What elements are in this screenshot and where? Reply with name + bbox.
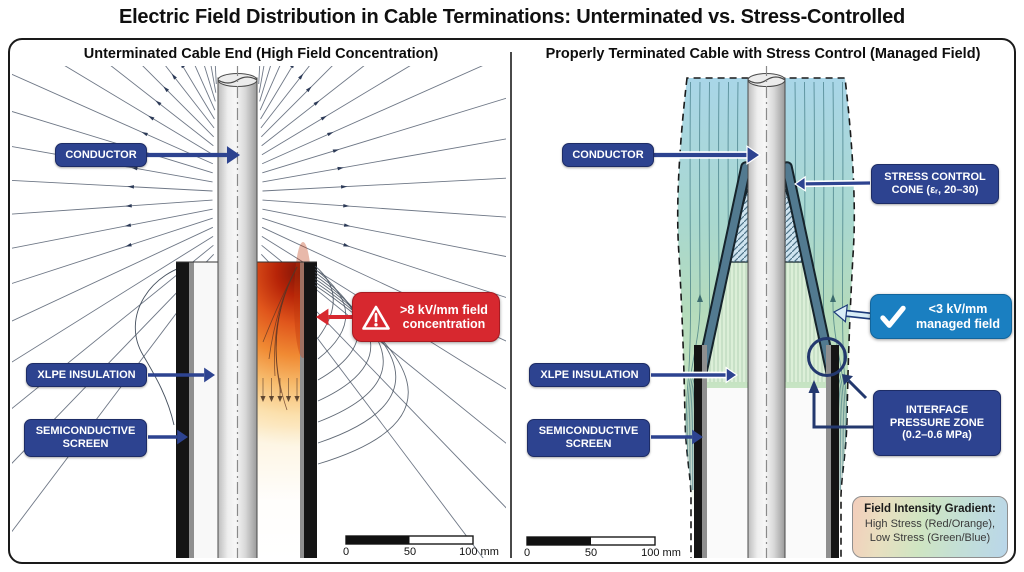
- right-panel-title: Properly Terminated Cable with Stress Co…: [545, 46, 981, 62]
- interface-pressure-circle: [807, 337, 847, 377]
- conductor-label-right: CONDUCTOR: [562, 143, 654, 167]
- panel-divider: [510, 52, 512, 558]
- scale-left-0: 0: [342, 546, 350, 558]
- field-intensity-legend: Field Intensity Gradient: High Stress (R…: [852, 496, 1008, 558]
- legend-title: Field Intensity Gradient:: [864, 503, 996, 515]
- legend-low-stress: Low Stress (Green/Blue): [869, 532, 991, 545]
- semicon-screen-right-panel-right-bar: [831, 345, 839, 558]
- right-diagram: [526, 66, 874, 558]
- xlpe-insulation-left-area: [194, 262, 218, 558]
- figure-title: Electric Field Distribution in Cable Ter…: [118, 6, 906, 28]
- semicon-screen-left-bar: [176, 262, 189, 558]
- right-annotation-arrows: [647, 145, 874, 445]
- field-concentration-callout: >8 kV/mm field concentration: [352, 292, 500, 342]
- stress-control-cone-label: STRESS CONTROL CONE (εᵣ, 20–30): [871, 164, 999, 204]
- stress-control-cone: [694, 161, 839, 387]
- field-concentration-text: >8 kV/mm field concentration: [400, 302, 488, 331]
- semiconductive-screen-label-left: SEMICONDUCTIVE SCREEN: [24, 419, 147, 457]
- scale-right-50: 50: [584, 547, 598, 559]
- managed-field-text: <3 kV/mm managed field: [915, 302, 1001, 331]
- scale-left-100: 100 mm: [459, 546, 499, 558]
- interface-pressure-zone-label: INTERFACE PRESSURE ZONE (0.2–0.6 MPa): [873, 390, 1001, 456]
- semicon-screen-right-panel-left-bar: [694, 345, 702, 558]
- warning-triangle-icon: [362, 305, 390, 330]
- check-icon: [880, 305, 906, 328]
- managed-field-callout: <3 kV/mm managed field: [870, 294, 1012, 339]
- scale-right-0: 0: [523, 547, 531, 559]
- wrap-field-line-left: [134, 263, 196, 426]
- hot-zone-field-lines: [260, 265, 409, 465]
- xlpe-insulation-label-left: XLPE INSULATION: [26, 363, 147, 387]
- xlpe-insulation-label-right: XLPE INSULATION: [529, 363, 650, 387]
- left-annotation-arrows: [147, 146, 352, 445]
- semiconductive-screen-label-right: SEMICONDUCTIVE SCREEN: [527, 419, 650, 457]
- left-panel-title: Unterminated Cable End (High Field Conce…: [83, 46, 439, 62]
- scale-left-50: 50: [403, 546, 417, 558]
- legend-high-stress: High Stress (Red/Orange),: [864, 517, 996, 530]
- left-diagram: [12, 66, 506, 558]
- scale-bar-left: [345, 535, 474, 545]
- scale-right-100: 100 mm: [641, 547, 681, 559]
- scale-bar-right: [526, 536, 656, 546]
- semicon-screen-right-bar: [304, 262, 317, 558]
- conductor-label-left: CONDUCTOR: [55, 143, 147, 167]
